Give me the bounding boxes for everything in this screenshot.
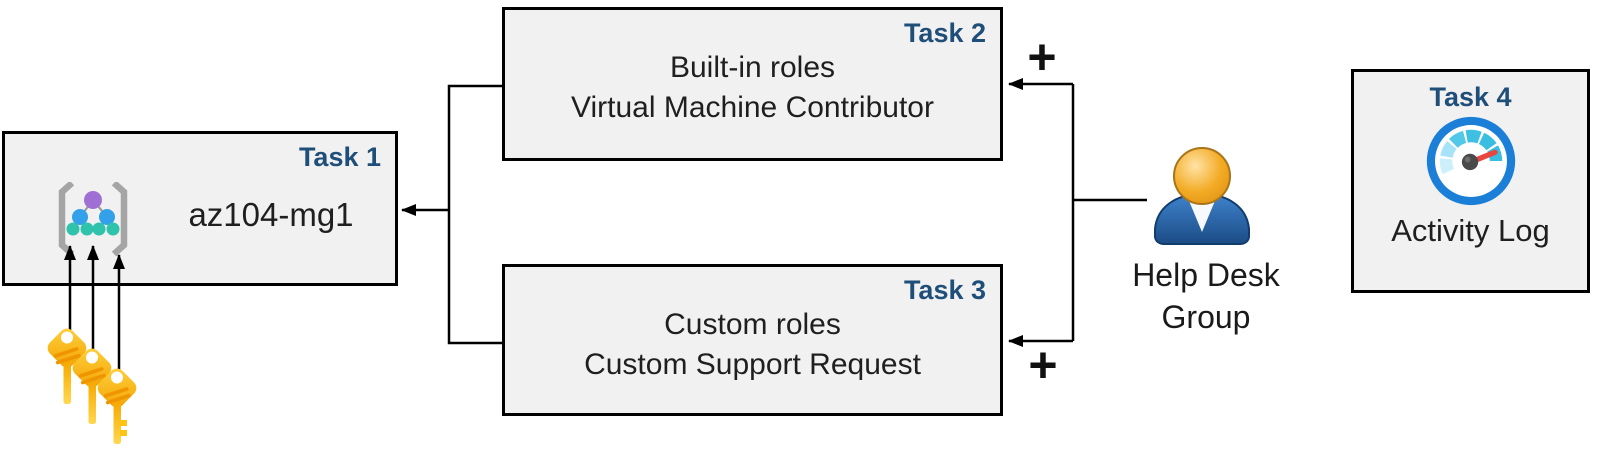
task2-label: Task 2 xyxy=(903,18,986,48)
task4-box: Task 4 Activity Log xyxy=(1351,69,1590,293)
help-desk-user-icon xyxy=(1154,147,1250,245)
activity-log-gauge-icon xyxy=(1426,116,1515,206)
helpdesk-label-line1: Help Desk xyxy=(1132,257,1280,293)
task3-text: Custom roles Custom Support Request xyxy=(505,305,1000,385)
task3-line1: Custom roles xyxy=(664,308,841,341)
task1-label: Task 1 xyxy=(298,142,381,172)
task2-box: Task 2 Built-in roles Virtual Machine Co… xyxy=(502,7,1003,161)
helpdesk-label-line2: Group xyxy=(1161,299,1251,335)
management-group-name: az104-mg1 xyxy=(188,196,354,233)
task3-line2: Custom Support Request xyxy=(584,348,921,381)
keys-icon xyxy=(44,325,140,444)
key-3-icon xyxy=(94,365,140,444)
task2-line2: Virtual Machine Contributor xyxy=(571,91,934,124)
left-bracket-connector xyxy=(447,84,502,345)
management-group-icon xyxy=(58,182,128,256)
task4-caption: Activity Log xyxy=(1391,213,1550,248)
task1-box: Task 1 az104-mg1 xyxy=(2,131,398,286)
task2-line1: Built-in roles xyxy=(669,51,836,84)
task3-label: Task 3 xyxy=(903,275,986,305)
task2-text: Built-in roles Virtual Machine Contribut… xyxy=(505,48,1000,128)
task4-label: Task 4 xyxy=(1429,82,1512,112)
helpdesk-group-label: Help Desk Group xyxy=(1101,254,1311,338)
plus-sign-top: + xyxy=(1027,29,1057,85)
task3-box: Task 3 Custom roles Custom Support Reque… xyxy=(502,264,1003,416)
plus-sign-bottom: + xyxy=(1028,337,1058,393)
